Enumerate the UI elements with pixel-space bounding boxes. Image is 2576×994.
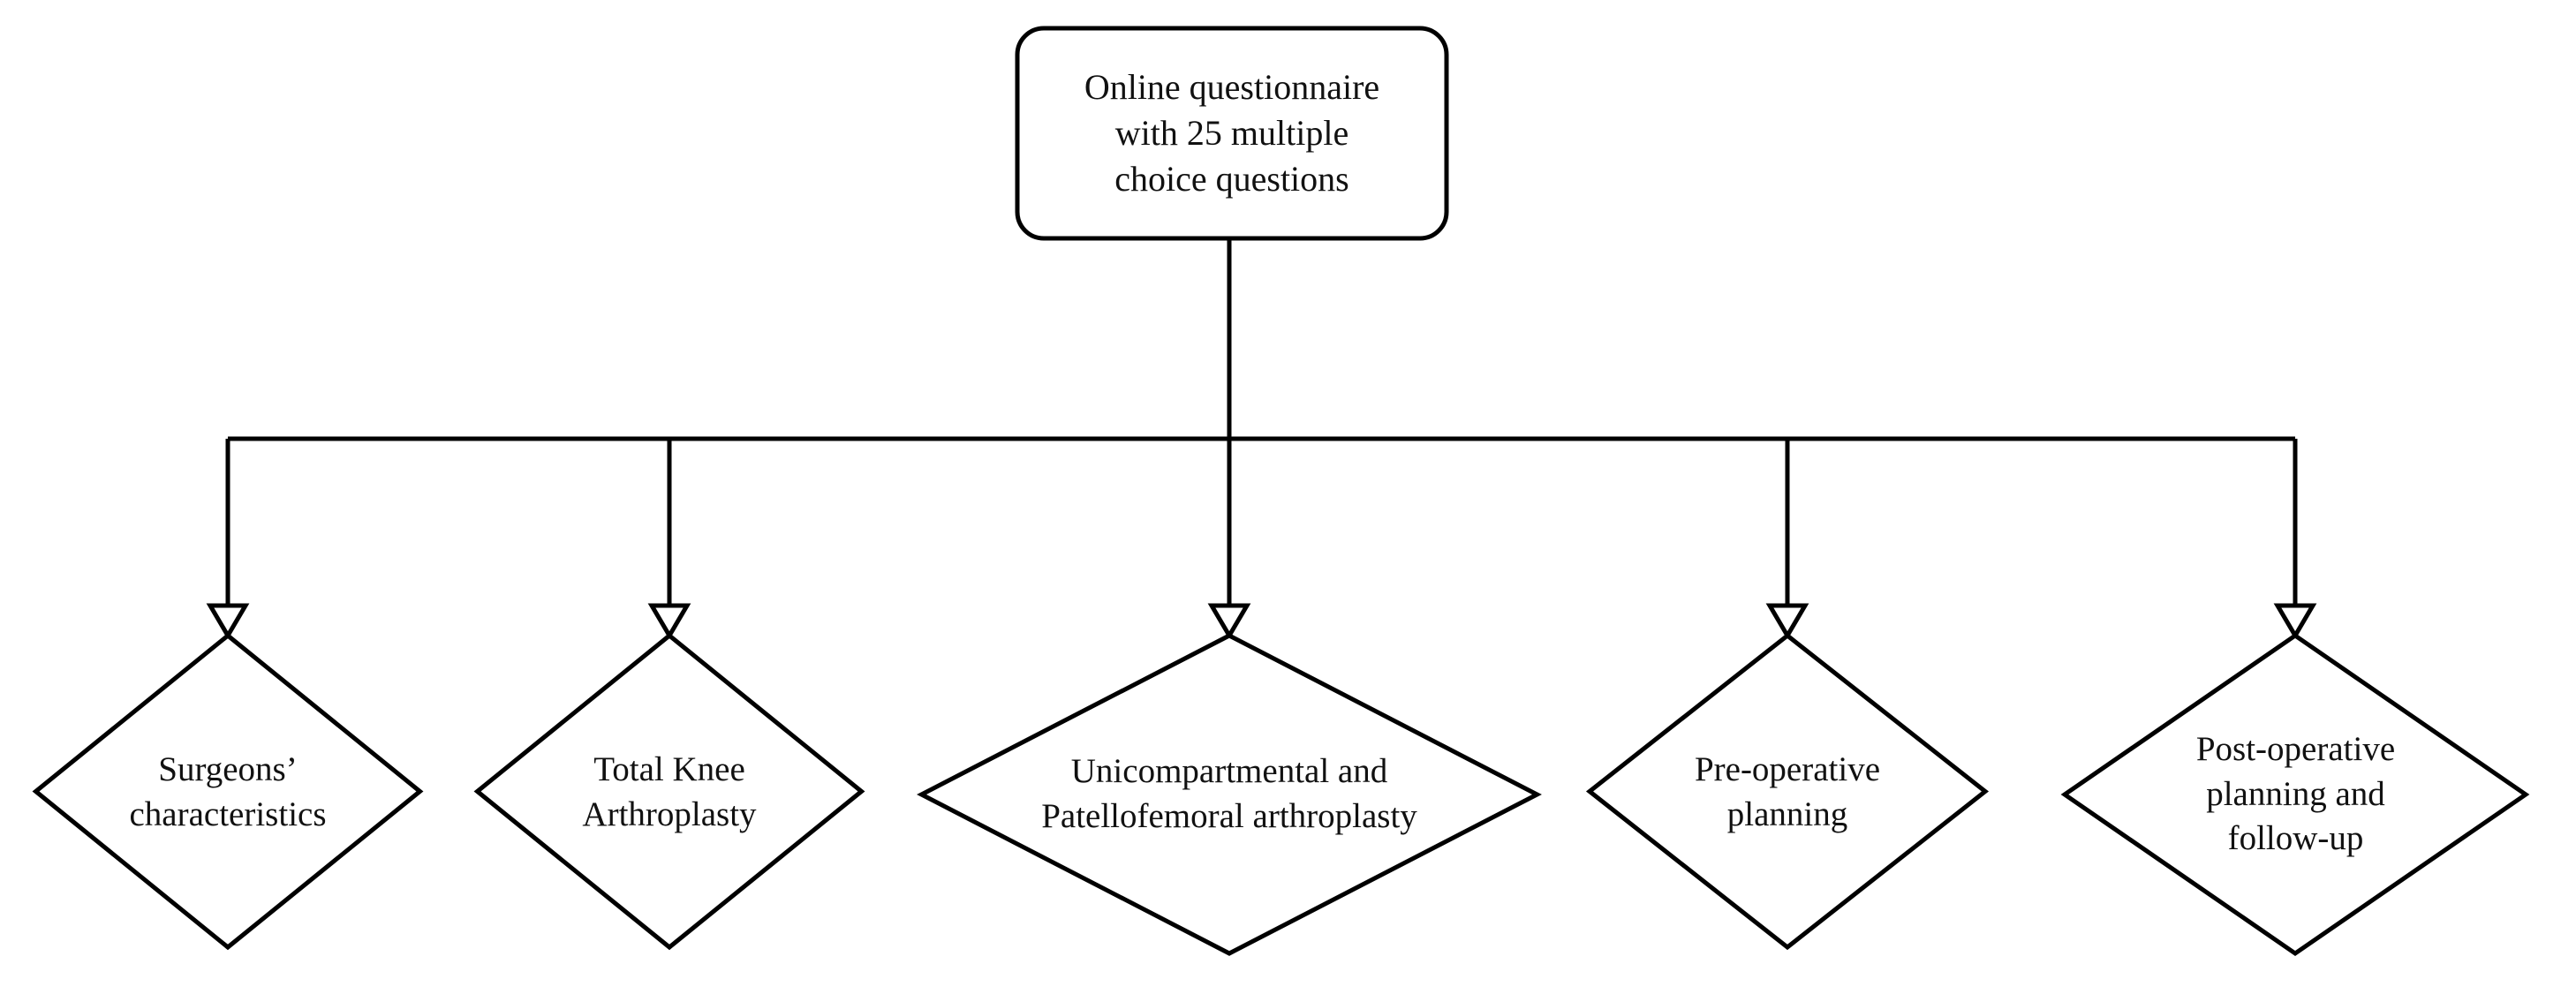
arrowhead-icon-3 — [1207, 603, 1251, 640]
connector-lines — [225, 238, 2298, 606]
leaf-shape-surgeons-characteristics[interactable] — [32, 632, 424, 951]
leaf-shape-unicompartmental-patellofemoral[interactable] — [917, 633, 1542, 956]
leaf-shape-pre-operative-planning[interactable] — [1585, 632, 1990, 951]
arrowhead-icon-4 — [1765, 603, 1809, 640]
arrowhead-icon-5 — [2273, 603, 2317, 640]
leaf-shapes — [32, 632, 2530, 957]
arrowhead-icon-2 — [647, 603, 691, 640]
arrowhead-icon-1 — [206, 603, 250, 640]
leaf-shape-total-knee-arthroplasty[interactable] — [473, 632, 865, 951]
arrowheads — [206, 603, 2317, 640]
root-node-shape[interactable] — [1015, 26, 1449, 241]
leaf-shape-post-operative-planning-followup[interactable] — [2060, 632, 2530, 957]
